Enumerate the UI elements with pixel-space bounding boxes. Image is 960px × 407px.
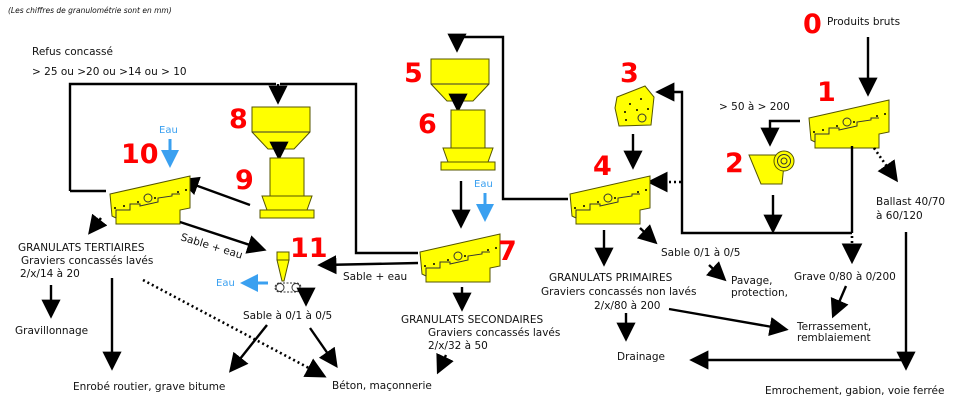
secondaires-label-3: 2/x/32 à 50	[428, 340, 488, 352]
oversize-label: > 50 à > 200	[719, 101, 790, 113]
machine-number-1: 1	[817, 77, 836, 108]
sand-classifier-11-icon	[274, 251, 302, 293]
cone-crusher-9-icon	[259, 157, 315, 219]
pavage-label-2: protection,	[731, 287, 788, 299]
machine-number-8: 8	[229, 104, 248, 135]
arrow-grave-to-terrassement	[830, 285, 849, 319]
arrow-9-to-10	[179, 176, 251, 207]
water-label-10: Eau	[159, 125, 178, 136]
arrow-sable-to-enrobe	[229, 324, 268, 373]
sable-4-label: Sable 0/1 à 0/5	[661, 247, 740, 259]
primaires-label-2: Graviers concassés non lavés	[541, 286, 696, 298]
pavage-label-1: Pavage,	[731, 275, 772, 287]
hopper-5-icon	[430, 58, 490, 102]
arrow-sable-to-beton	[309, 327, 338, 368]
ballast-label-1: Ballast 40/70	[876, 196, 945, 208]
drainage-label: Drainage	[617, 351, 665, 363]
machine-number-6: 6	[418, 109, 437, 140]
tertiaires-label-3: 2/x/14 à 20	[20, 268, 80, 280]
arrow-sable-to-pavage	[705, 261, 727, 282]
arrow-10-to-11	[179, 220, 267, 254]
tertiaires-label-2: Graviers concassés lavés	[21, 255, 153, 267]
grave-label: Grave 0/80 à 0/200	[794, 271, 896, 283]
sable-eau-label-10: Sable + eau	[179, 231, 244, 261]
hopper-8-icon	[251, 106, 311, 150]
machine-number-7: 7	[498, 236, 517, 267]
enrobe-label: Enrobé routier, grave bitume	[73, 381, 225, 393]
secondaires-label-2: Graviers concassés lavés	[428, 327, 560, 339]
emrochement-label: Emrochement, gabion, voie ferrée	[765, 385, 944, 397]
machine-number-10: 10	[121, 139, 159, 170]
sable-eau-label-7: Sable + eau	[343, 271, 407, 283]
arrow-7-to-11	[317, 255, 419, 275]
machine-number-2: 2	[725, 148, 744, 179]
arrow-10-to-tertiaires	[88, 213, 108, 235]
terrassement-label-1: Terrassement,	[796, 321, 871, 333]
arrow-secondaires-to-beton	[436, 352, 454, 375]
ballast-label-2: à 60/120	[876, 210, 923, 222]
machine-number-3: 3	[620, 58, 639, 89]
refus-label-sizes: > 25 ou >20 ou >14 ou > 10	[32, 66, 187, 78]
jaw-crusher-2-icon	[748, 150, 795, 185]
arrow-1-to-ballast	[872, 147, 898, 183]
primaires-label-3: 2/x/80 à 200	[594, 300, 660, 312]
arrow-tertiaires-to-beton	[142, 278, 327, 378]
arrow-1-to-2	[760, 119, 800, 147]
sable-11-label: Sable à 0/1 à 0/5	[243, 310, 332, 322]
washing-screen-10-icon	[109, 175, 191, 225]
cone-crusher-6-icon	[440, 109, 496, 171]
arrow-4-to-sable	[636, 224, 658, 245]
arrow-4-to-5	[447, 33, 568, 201]
primaires-label-1: GRANULATS PRIMAIRES	[549, 272, 673, 284]
machine-number-0: 0	[803, 9, 822, 40]
machine-number-9: 9	[235, 165, 254, 196]
unit-note: (Les chiffres de granulométrie sont en m…	[8, 6, 172, 15]
impact-crusher-3-icon	[614, 85, 655, 127]
machine-number-11: 11	[290, 233, 328, 264]
refus-label-title: Refus concassé	[32, 46, 113, 58]
tertiaires-label-1: GRANULATS TERTIAIRES	[18, 242, 145, 254]
machine-number-4: 4	[593, 151, 612, 182]
secondaires-label-1: GRANULATS SECONDAIRES	[401, 314, 543, 326]
terrassement-label-2: remblaiement	[797, 332, 871, 344]
gravillonnage-label: Gravillonnage	[15, 325, 88, 337]
line-10-to-8	[68, 82, 276, 191]
washing-screen-7-icon	[419, 233, 501, 283]
arrow-primaires-to-terrassement	[668, 307, 789, 336]
produits-bruts-label: Produits bruts	[827, 16, 900, 28]
machine-number-5: 5	[404, 58, 423, 89]
screen-4-icon	[569, 175, 651, 225]
line-7-to-8	[280, 82, 418, 255]
arrow-loop-to-3	[655, 82, 852, 235]
water-label-7: Eau	[474, 179, 493, 190]
water-label-11: Eau	[216, 278, 235, 289]
beton-label: Béton, maçonnerie	[332, 380, 432, 392]
